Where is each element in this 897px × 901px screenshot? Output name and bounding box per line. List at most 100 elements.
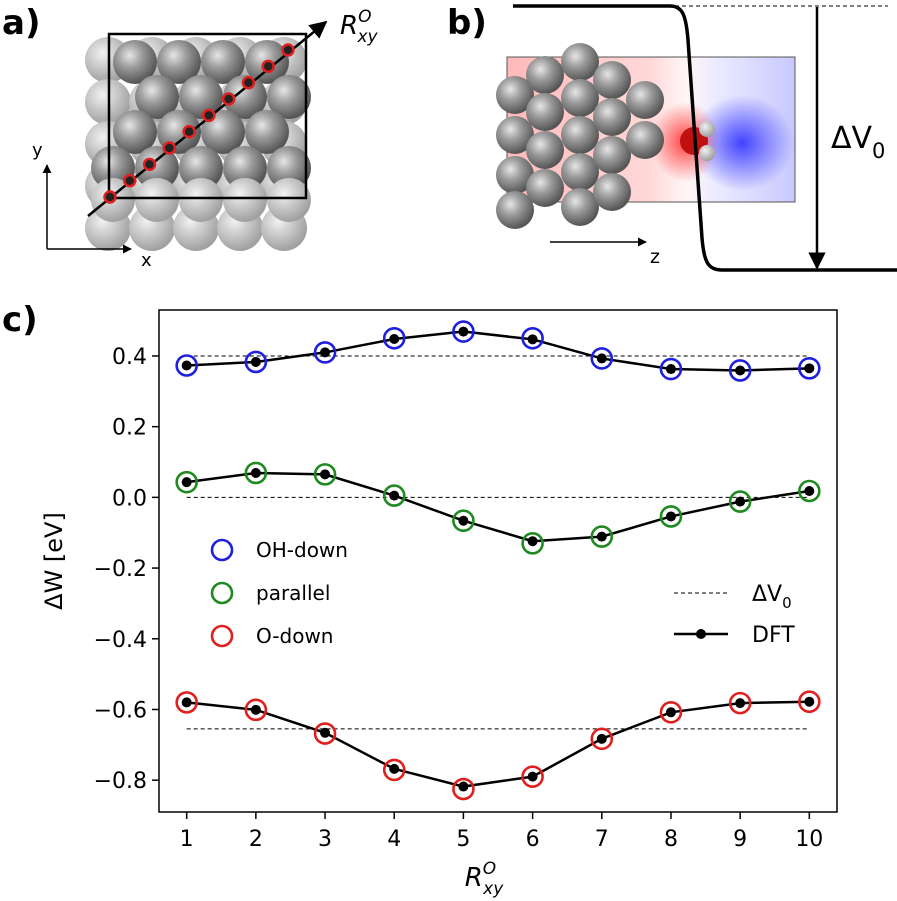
dft-point [250, 467, 261, 478]
sampling-point [202, 108, 216, 123]
dft-point [804, 486, 815, 497]
atom [245, 110, 289, 154]
dft-line [186, 330, 810, 372]
dft-point [735, 698, 746, 709]
y-tick-label: 0.0 [112, 486, 147, 511]
atom [561, 153, 599, 191]
panel-b: b) ΔV0 z [447, 3, 897, 272]
model-point [452, 777, 475, 801]
legend-label: ΔV0 [752, 582, 792, 612]
atom [113, 40, 157, 84]
dft-point [320, 469, 331, 480]
atom [223, 75, 267, 119]
x-tick-label: 7 [595, 827, 609, 852]
atom-lower [179, 178, 223, 222]
panel-b-label: b) [447, 3, 487, 43]
sampling-point [241, 75, 256, 90]
atom [135, 75, 179, 119]
atom [593, 61, 631, 99]
hydrogen-atom [699, 145, 715, 161]
y-tick-label: 0.2 [112, 416, 147, 441]
dft-point [665, 511, 676, 522]
atom [561, 188, 599, 226]
atom [593, 98, 631, 136]
dft-point [181, 477, 192, 488]
atom [561, 79, 599, 117]
model-point [382, 484, 406, 507]
y-tick-label: −0.8 [94, 769, 147, 794]
atom [135, 146, 179, 190]
atom [526, 93, 564, 131]
model-point [244, 350, 268, 374]
model-point [175, 470, 198, 494]
x-tick-label: 2 [249, 827, 263, 852]
model-point [728, 359, 752, 382]
dft-point [181, 697, 192, 708]
atom [526, 56, 564, 94]
dft-point [665, 707, 676, 718]
dft-point [250, 356, 261, 367]
dft-point [458, 326, 469, 337]
sampling-point [221, 92, 236, 106]
atom [593, 136, 631, 174]
dft-point [735, 365, 746, 376]
atom [626, 121, 664, 159]
dft-point [527, 536, 538, 547]
y-tick-label: 0.4 [112, 345, 147, 370]
surface-slab-top-view [85, 37, 311, 251]
dft-point [458, 781, 469, 792]
model-point [728, 490, 752, 513]
legend-label: parallel [256, 581, 330, 605]
atom [526, 169, 564, 207]
panel-a-label: a) [2, 3, 40, 43]
legend-marker [696, 629, 706, 639]
dft-point [804, 363, 815, 374]
atom-lower [267, 178, 311, 222]
z-axis-label: z [650, 246, 660, 268]
x-tick-label: 5 [456, 827, 470, 852]
atom [626, 81, 664, 119]
model-point [175, 354, 198, 377]
dft-point [596, 353, 607, 364]
dft-line [186, 700, 810, 788]
model-point [175, 691, 198, 714]
atom [496, 191, 534, 229]
potential-profile-curve [513, 4, 897, 272]
dft-point [527, 771, 538, 782]
legend-label: O-down [256, 624, 333, 648]
series-o-down [175, 690, 821, 801]
model-point [590, 347, 614, 370]
model-point [521, 326, 544, 350]
model-point [244, 698, 268, 722]
atom [113, 110, 157, 154]
dft-line [186, 471, 810, 543]
dft-point [804, 696, 815, 707]
sampling-point [261, 59, 275, 74]
model-point [798, 690, 821, 714]
dft-point [735, 496, 746, 507]
legend-marker [210, 624, 234, 648]
x-tick-label: 4 [387, 827, 401, 852]
sampling-point [162, 141, 177, 155]
model-point [244, 461, 268, 485]
delta-v0-label: ΔV0 [831, 121, 885, 163]
dft-point [389, 490, 400, 501]
model-point [313, 341, 337, 364]
model-point [728, 691, 752, 715]
model-point [382, 326, 406, 350]
y-tick-label: −0.6 [94, 698, 147, 723]
model-point [659, 701, 683, 724]
x-tick-label: 9 [733, 827, 747, 852]
hydrogen-atom [699, 121, 715, 137]
model-point [452, 509, 475, 532]
atom [496, 156, 534, 194]
model-point [313, 722, 337, 745]
dft-point [250, 704, 261, 715]
legend-label: OH-down [256, 538, 348, 562]
rxy-axis-label-sup: O [358, 7, 371, 27]
